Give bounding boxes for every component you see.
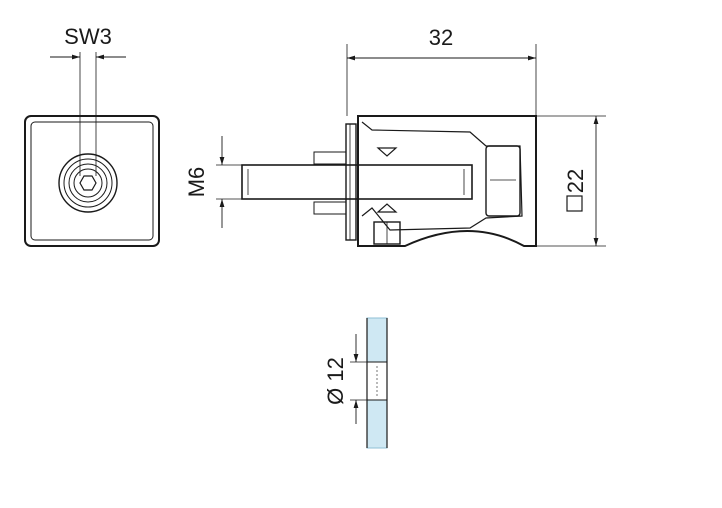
square-symbol-icon [566,195,583,212]
clamp-body [357,115,537,247]
clamp-slot [361,121,523,231]
threaded-rod [241,164,473,200]
bolt-head-outer [58,153,118,213]
body-square-label: 22 [563,169,588,193]
wedge-lower [376,203,398,213]
thread-label: M6 [184,167,209,198]
glass-hole-detail [350,317,388,449]
bolt-head-ring [63,158,113,208]
washer-upper [313,151,347,165]
front-view [24,52,160,247]
flange-plate [345,123,357,241]
front-view-inner-square [30,121,154,241]
hole-diameter-label: Ø 12 [323,357,348,405]
wedge-upper [376,147,398,157]
body-length-label: 32 [429,25,453,50]
washer-lower [313,201,347,215]
retaining-nut [485,145,521,217]
front-view-outer-square [24,115,160,247]
bolt-head-inner [68,163,108,203]
bolt-head-core [73,168,103,198]
wrench-size-label: SW3 [64,24,112,49]
side-view [216,44,606,247]
hex-socket-icon [79,175,97,191]
